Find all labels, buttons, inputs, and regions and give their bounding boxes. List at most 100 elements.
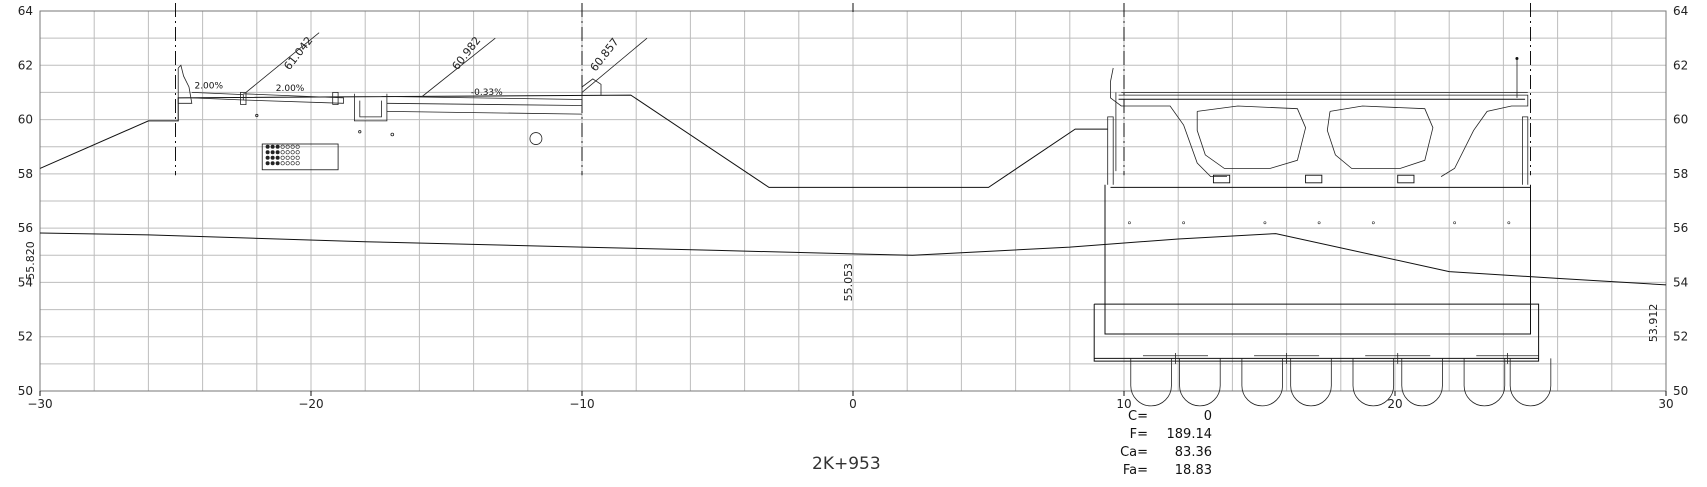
pile xyxy=(1509,358,1552,406)
design-elevation-label: 60.982 xyxy=(449,34,483,72)
x-tick-label: 10 xyxy=(1116,397,1131,411)
slope-label: 2.00% xyxy=(194,81,223,91)
pile xyxy=(1179,358,1221,406)
y-tick-label-left: 50 xyxy=(18,384,33,398)
y-tick-label-left: 62 xyxy=(18,58,33,72)
slope-label: 2.00% xyxy=(276,84,305,94)
drain-inner xyxy=(359,100,382,118)
y-tick-label-left: 52 xyxy=(18,330,33,344)
rebar-mark xyxy=(1182,221,1186,225)
quantity-value: 0 xyxy=(1204,409,1212,424)
grid xyxy=(39,10,1667,392)
conduit-pipe xyxy=(270,161,275,166)
right-parapet xyxy=(581,78,602,112)
deck-right-web xyxy=(1118,94,1529,177)
rebar-mark xyxy=(1263,221,1267,225)
bearing-pad xyxy=(1397,174,1415,184)
design-elevation-label: 61.042 xyxy=(281,34,315,72)
conduit-pipe xyxy=(285,144,290,149)
x-tick-label: −10 xyxy=(569,397,594,411)
conduit-pipe xyxy=(295,155,300,160)
conduit-frame xyxy=(261,143,339,171)
y-tick-label-right: 54 xyxy=(1673,275,1688,289)
conduit-pipe xyxy=(290,161,295,166)
conduit-pipe xyxy=(270,150,275,155)
slope-label: -0.33% xyxy=(471,88,503,98)
quantity-label: Ca= xyxy=(1120,445,1148,460)
conduit-pipe xyxy=(265,161,270,166)
rebar-mark xyxy=(1453,221,1457,225)
y-tick-label-left: 58 xyxy=(18,167,33,181)
x-tick-label: −30 xyxy=(27,397,52,411)
y-tick-label-right: 58 xyxy=(1673,167,1688,181)
conduit-pipe xyxy=(265,144,270,149)
quantity-label: C= xyxy=(1128,409,1148,424)
x-tick-label: 20 xyxy=(1387,397,1402,411)
conduit-pipe xyxy=(290,155,295,160)
x-tick-label: 0 xyxy=(849,397,857,411)
design-profile-line xyxy=(39,94,1108,188)
y-tick-label-left: 56 xyxy=(18,221,33,235)
deck-left-web xyxy=(1110,67,1227,177)
conduit-pipe xyxy=(290,150,295,155)
x-tick-label: 30 xyxy=(1658,397,1673,411)
conduit-bank xyxy=(261,143,339,171)
y-tick-label-right: 64 xyxy=(1673,4,1688,18)
buried-pipe xyxy=(358,130,362,134)
y-tick-label-right: 56 xyxy=(1673,221,1688,235)
pile xyxy=(1352,358,1395,407)
conduit-pipe xyxy=(270,144,275,149)
y-tick-label-right: 62 xyxy=(1673,58,1688,72)
rebar-mark xyxy=(1507,221,1511,225)
y-tick-label-right: 52 xyxy=(1673,330,1688,344)
elevation-leader xyxy=(245,32,320,93)
profile-lines xyxy=(39,94,1667,286)
pile xyxy=(1241,358,1283,407)
pile xyxy=(1130,358,1172,407)
bearing-pad xyxy=(1212,174,1231,184)
design-elevation-label: 60.857 xyxy=(588,36,622,74)
existing-ground-line xyxy=(39,232,1667,286)
conduit-pipe xyxy=(275,155,280,160)
x-tick-label: −20 xyxy=(298,397,323,411)
y-tick-label-right: 50 xyxy=(1673,384,1688,398)
conduit-pipe xyxy=(265,155,270,160)
conduit-pipe xyxy=(275,144,280,149)
conduit-pipe xyxy=(280,155,285,160)
y-tick-label-left: 60 xyxy=(18,113,33,127)
bearing-pad xyxy=(1305,174,1323,184)
quantity-value: 83.36 xyxy=(1175,445,1212,460)
conduit-pipe xyxy=(275,150,280,155)
pile xyxy=(1290,358,1332,406)
box-cell-right xyxy=(1326,105,1434,169)
conduit-pipe xyxy=(285,161,290,166)
median-curb-stone xyxy=(332,92,339,105)
railing-cap xyxy=(1515,57,1519,60)
structures xyxy=(175,3,1552,407)
ground-elevation-label: 53.912 xyxy=(1647,304,1660,343)
rebar-mark xyxy=(1317,221,1321,225)
conduit-pipe xyxy=(285,155,290,160)
pile xyxy=(1401,358,1443,407)
y-tick-label-right: 60 xyxy=(1673,113,1688,127)
ground-elevation-label: 55.820 xyxy=(24,241,37,280)
buried-pipe xyxy=(255,113,259,118)
left-roadway-slab xyxy=(243,93,344,104)
conduit-pipe xyxy=(280,150,285,155)
rebar-mark xyxy=(1371,221,1375,225)
conduit-pipe xyxy=(280,144,285,149)
right-column xyxy=(1522,116,1529,185)
conduit-pipe xyxy=(280,161,285,166)
rebar-mark xyxy=(1128,221,1131,225)
left-parapet xyxy=(177,64,193,104)
quantity-label: F= xyxy=(1130,427,1148,442)
conduit-pipe xyxy=(295,161,300,166)
buried-pipe xyxy=(390,132,395,137)
buried-pipe xyxy=(529,132,543,145)
elevation-leader xyxy=(421,37,496,97)
quantity-value: 189.14 xyxy=(1167,427,1213,442)
conduit-pipe xyxy=(295,150,300,155)
y-tick-label-left: 64 xyxy=(18,4,33,18)
left-column xyxy=(1107,116,1114,185)
